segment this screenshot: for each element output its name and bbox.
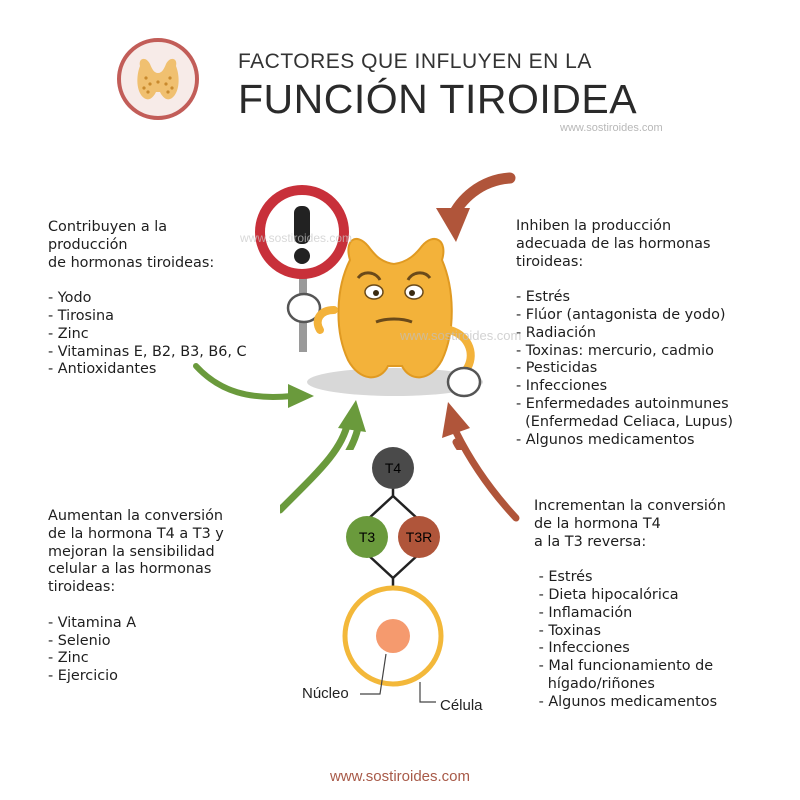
inhibiting-factors: Inhiben la producción adecuada de las ho… — [516, 218, 733, 449]
t4-node: T4 — [372, 447, 414, 489]
heading-line: mejoran la sensibilidad — [48, 543, 215, 560]
conversion-enhancers: Aumentan la conversión de la hormona T4 … — [48, 508, 224, 686]
site-url-top: www.sostiroides.com — [560, 122, 663, 134]
heading-line: Inhiben la producción — [516, 218, 672, 234]
list-item: - Algunos medicamentos — [516, 431, 695, 448]
central-illustration: www.sostiroides.com — [193, 172, 516, 450]
list-item: - Vitaminas E, B2, B3, B6, C — [48, 343, 247, 360]
heading-line: de la hormona T4 a T3 y — [48, 525, 224, 542]
list-item: - Toxinas: mercurio, cadmio — [516, 342, 714, 359]
list-item: - Mal funcionamiento de — [534, 658, 714, 675]
svg-text:T3: T3 — [359, 529, 376, 545]
heading-line: producción — [48, 236, 128, 253]
list-item: - Antioxidantes — [48, 361, 157, 378]
thyroid-mascot-icon — [313, 238, 482, 398]
heading-line: celular a las hormonas — [48, 561, 212, 578]
list-item: - Zinc — [48, 325, 89, 342]
cell — [342, 585, 444, 687]
warning-sign-icon — [255, 185, 349, 352]
list-item: - Estrés — [516, 289, 570, 306]
page-title: FUNCIÓN TIROIDEA — [238, 76, 638, 122]
heading-line: tiroideas: — [516, 253, 584, 270]
reverse-t3-factors: Incrementan la conversión de la hormona … — [534, 498, 726, 712]
green-arrow-left — [193, 363, 314, 408]
list-item: - Dieta hipocalórica — [534, 586, 679, 603]
title-line-1: FACTORES QUE INFLUYEN EN LA — [238, 50, 592, 73]
heading-line: Aumentan la conversión — [48, 508, 224, 524]
watermark: www.sostiroides.com — [400, 328, 522, 343]
site-url-footer: www.sostiroides.com — [329, 768, 471, 785]
list-item: - Yodo — [48, 290, 92, 307]
cell-label: Célula — [440, 697, 483, 714]
shadow — [307, 368, 483, 396]
list-item: (Enfermedad Celiaca, Lupus) — [516, 413, 733, 430]
heading-line: adecuada de las hormonas — [516, 235, 711, 252]
contributing-factors: Contribuyen a la producción de hormonas … — [48, 219, 247, 379]
heading-line: Contribuyen a la — [48, 219, 168, 235]
nucleus-label: Núcleo — [302, 685, 349, 702]
list-item: - Toxinas — [534, 622, 601, 639]
list-item: - Infecciones — [516, 378, 608, 395]
heading-line: de la hormona T4 — [534, 515, 661, 532]
list-item: hígado/riñones — [534, 675, 655, 692]
rust-arrow-bottom — [452, 438, 466, 450]
list-item: - Pesticidas — [516, 360, 598, 377]
thyroid-logo — [117, 38, 199, 120]
bottom-arrow-heads — [280, 400, 520, 522]
heading-line: a la T3 reversa: — [534, 533, 647, 550]
heading-line: Incrementan la conversión — [534, 498, 726, 514]
list-item: - Radiación — [516, 324, 597, 341]
list-item: - Selenio — [48, 632, 111, 649]
list-item: - Flúor (antagonista de yodo) — [516, 306, 726, 323]
svg-text:T4: T4 — [385, 460, 402, 476]
hormone-diagram: T4 T3 T3R — [342, 447, 444, 703]
t3r-node: T3R — [398, 516, 440, 558]
rust-arrow-top — [436, 172, 516, 242]
nucleus — [376, 619, 410, 653]
green-arrow-bottom — [345, 424, 362, 450]
svg-text:www.sostiroides.com: www.sostiroides.com — [239, 231, 352, 245]
list-item: - Estrés — [534, 569, 593, 586]
list-item: - Infecciones — [534, 640, 630, 657]
svg-text:T3R: T3R — [406, 529, 432, 545]
heading-line: de hormonas tiroideas: — [48, 254, 215, 271]
list-item: - Tirosina — [48, 307, 114, 324]
list-item: - Inflamación — [534, 604, 633, 621]
list-item: - Algunos medicamentos — [534, 693, 718, 710]
list-item: - Ejercicio — [48, 668, 118, 685]
t3-node: T3 — [346, 516, 388, 558]
list-item: - Vitamina A — [48, 614, 137, 631]
list-item: - Zinc — [48, 650, 89, 667]
heading-line: tiroideas: — [48, 579, 116, 596]
list-item: - Enfermedades autoinmunes — [516, 395, 729, 412]
